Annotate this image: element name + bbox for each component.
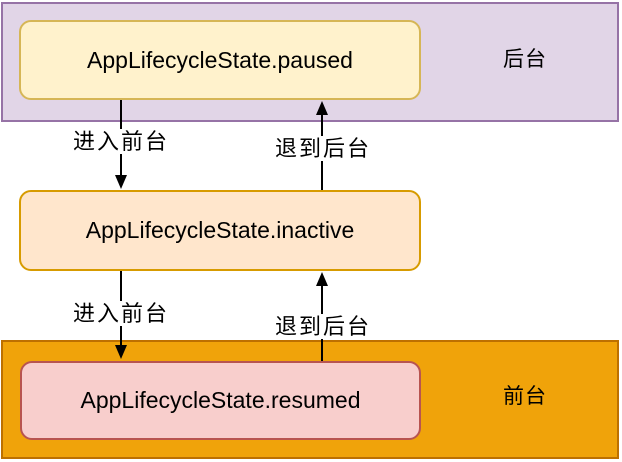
edge-label-enter-foreground-top: 进入前台 (70, 129, 172, 154)
state-label-resumed: AppLifecycleState.resumed (80, 387, 361, 413)
background-band-label: 后台 (503, 48, 547, 71)
edge-label-enter-foreground-bottom: 进入前台 (70, 301, 172, 326)
edge-label-exit-to-background-top: 退到后台 (272, 136, 374, 161)
foreground-band-label: 前台 (503, 385, 547, 408)
state-node-resumed: AppLifecycleState.resumed (20, 361, 421, 440)
state-label-inactive: AppLifecycleState.inactive (85, 217, 355, 243)
state-label-paused: AppLifecycleState.paused (87, 46, 353, 73)
state-node-paused: AppLifecycleState.paused (19, 20, 421, 100)
state-node-inactive: AppLifecycleState.inactive (19, 190, 421, 271)
edge-label-exit-to-background-bottom: 退到后台 (272, 314, 374, 339)
